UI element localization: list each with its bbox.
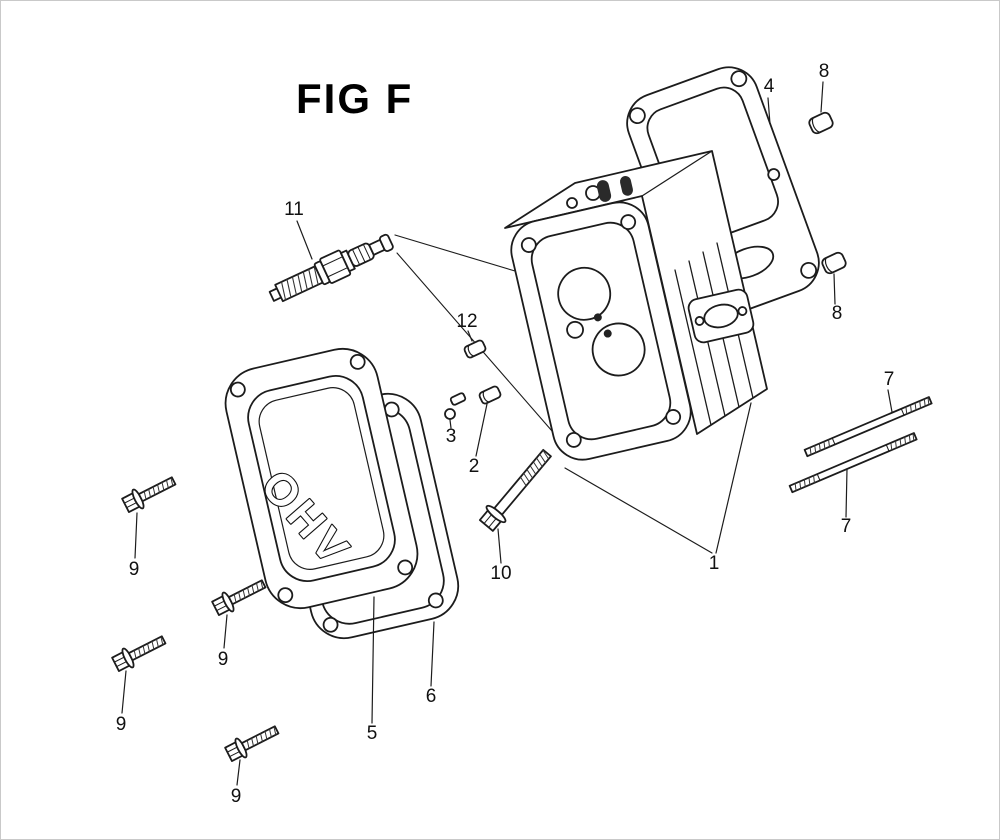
leader-10 — [497, 528, 502, 564]
valve-cover-panel-inner — [258, 387, 385, 570]
leader-5 — [371, 596, 375, 724]
leader-7-lower — [845, 468, 848, 518]
callout-6: 6 — [426, 686, 437, 707]
callout-10: 10 — [490, 563, 511, 584]
cover-bolt-hole — [397, 559, 414, 576]
callout-8-top: 8 — [819, 61, 830, 82]
dowel-pin-upper — [462, 338, 488, 360]
gasket-bolt-hole — [730, 70, 748, 88]
spark-plug-hole — [566, 320, 584, 339]
cap-right — [819, 250, 849, 276]
leader-9-1 — [134, 512, 138, 559]
pin-and-washer — [444, 392, 467, 420]
valve-guide — [603, 329, 612, 338]
leader-8-top — [820, 81, 824, 113]
leader-9-2 — [223, 614, 228, 649]
callout-9-4: 9 — [231, 786, 242, 807]
callout-9-2: 9 — [218, 649, 229, 670]
cover-bolt-hole — [229, 381, 246, 398]
rocker-hole-small — [566, 197, 578, 209]
leader-12 — [467, 330, 473, 342]
leader-9-3 — [121, 670, 127, 714]
flange-bolt-long — [478, 448, 552, 532]
callout-7-upper: 7 — [884, 369, 895, 390]
valve-cover — [224, 347, 419, 610]
plug-electrode — [268, 286, 283, 302]
gasket-bolt-hole — [800, 261, 818, 279]
leader-lines — [121, 81, 893, 786]
head-bolt-hole — [665, 409, 682, 425]
callout-7-lower: 7 — [841, 516, 852, 537]
head-face-inner — [530, 221, 672, 441]
flange-bolt-4 — [222, 719, 283, 765]
port-flange — [687, 288, 755, 344]
callout-12: 12 — [456, 311, 477, 332]
projection-line-upper — [394, 234, 516, 272]
plug-hex-facets — [322, 256, 349, 278]
leader-1-left — [564, 467, 713, 554]
callout-5: 5 — [367, 723, 378, 744]
small-pin — [449, 392, 467, 406]
valve-guide — [593, 313, 602, 322]
gasket-bolt-hole — [628, 107, 646, 125]
leader-4 — [767, 97, 771, 125]
cover-gasket-hole — [322, 616, 339, 633]
head-bolt-hole — [620, 214, 637, 230]
callout-3: 3 — [446, 426, 457, 447]
leader-8-right — [833, 273, 836, 305]
leader-9-4 — [236, 759, 241, 786]
callout-11: 11 — [284, 199, 304, 220]
plug-terminal — [379, 233, 394, 252]
dowel-pin-lower — [477, 384, 503, 406]
callout-8-right: 8 — [832, 303, 843, 324]
valve-cover-panel — [247, 375, 396, 582]
leader-2 — [475, 403, 488, 457]
port-bolt-hole — [737, 306, 748, 316]
stud-lower — [788, 432, 918, 494]
pushrod-slot — [596, 180, 612, 202]
plug-thread-hatch — [280, 266, 319, 301]
gasket-stud-hole — [767, 168, 781, 181]
callout-2: 2 — [469, 456, 480, 477]
flange-bolt-2 — [209, 573, 270, 619]
flange-bolt-3 — [109, 629, 170, 675]
callout-9-1: 9 — [129, 559, 140, 580]
spark-plug — [268, 233, 394, 303]
flange-bolt-1 — [119, 470, 180, 516]
callout-1: 1 — [709, 553, 720, 574]
cylinder-head-edge — [641, 150, 713, 197]
leader-3 — [449, 419, 452, 429]
leader-1-right — [715, 402, 752, 554]
port-opening — [703, 303, 739, 329]
cylinder-head — [504, 150, 768, 461]
cylinder-head-face — [510, 201, 692, 461]
plug-insulator-ribs — [351, 243, 372, 266]
port-bolt-hole — [694, 316, 705, 326]
bolt-shaft — [493, 448, 552, 516]
pushrod-slot — [619, 176, 633, 196]
stud-upper — [803, 396, 933, 458]
leader-11 — [296, 220, 313, 260]
cover-bolt-hole — [349, 353, 366, 370]
leader-6 — [430, 621, 435, 687]
callout-4: 4 — [764, 76, 775, 97]
figure-title: FIG F — [296, 75, 413, 122]
cover-gasket-hole — [427, 592, 444, 609]
cover-bolt-hole — [277, 587, 294, 604]
small-washer — [444, 408, 456, 420]
callouts: 11 12 3 2 4 8 8 7 7 1 10 5 6 9 9 9 9 — [116, 61, 895, 807]
head-bolt-hole — [520, 237, 537, 253]
valve-seat — [557, 266, 612, 321]
cap-top — [806, 110, 836, 136]
head-bolt-hole — [565, 432, 582, 448]
bolt-thread-hatch — [519, 449, 550, 487]
valve-seat — [591, 322, 646, 377]
port-flange-plate — [687, 288, 755, 344]
leader-7-upper — [887, 389, 893, 413]
callout-9-3: 9 — [116, 714, 127, 735]
